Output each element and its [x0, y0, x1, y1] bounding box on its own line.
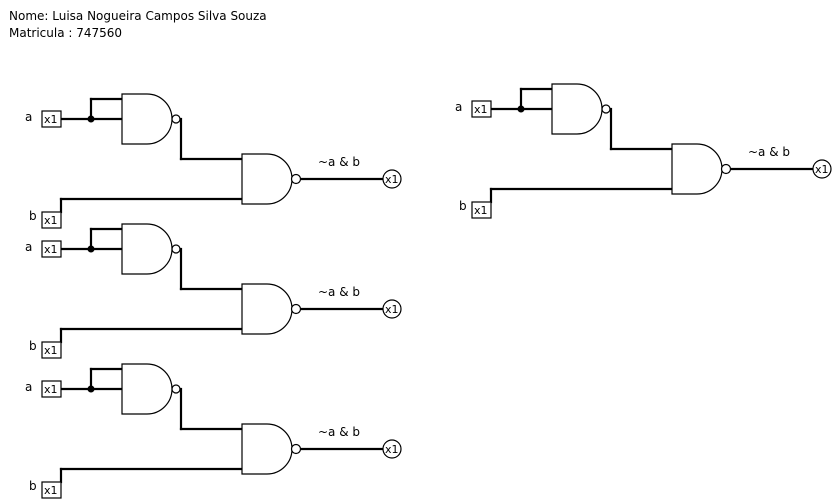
input-pin-b — [41, 481, 62, 499]
junction-dot — [87, 245, 95, 253]
junction-dot — [517, 105, 525, 113]
nand-gate-2 — [241, 153, 293, 205]
circuit-1: x1 a x1 b x1 ~a & b — [25, 93, 402, 229]
input-pin-a-value: x1 — [44, 113, 58, 126]
input-pin-b-value: x1 — [44, 344, 58, 357]
input-label-b: b — [29, 339, 37, 353]
input-pin-b-value: x1 — [474, 204, 488, 217]
inversion-bubble — [720, 163, 732, 175]
student-id: Matricula : 747560 — [9, 26, 123, 40]
inversion-bubble — [601, 104, 611, 114]
input-pin-a — [41, 380, 62, 398]
circuit-2: x1 a x1 b x1 ~a & b — [25, 223, 402, 359]
input-label-b: b — [29, 209, 37, 223]
input-label-a: a — [25, 380, 32, 394]
inversion-bubble — [290, 443, 302, 455]
nand-gate-1 — [121, 223, 173, 275]
input-pin-b-value: x1 — [44, 484, 58, 497]
inversion-bubble — [171, 114, 181, 124]
input-pin-a-value: x1 — [44, 383, 58, 396]
input-pin-b — [471, 201, 492, 219]
inversion-bubble — [171, 244, 181, 254]
output-pin-value: x1 — [385, 303, 399, 316]
input-label-a: a — [25, 240, 32, 254]
nand-gate-1 — [121, 363, 173, 415]
output-pin-value: x1 — [815, 163, 829, 176]
input-label-a: a — [455, 100, 462, 114]
circuit-3: x1 a x1 b x1 ~a & b — [25, 363, 402, 499]
author-name: Nome: Luisa Nogueira Campos Silva Souza — [9, 9, 267, 23]
inversion-bubble — [171, 384, 181, 394]
inversion-bubble — [290, 303, 302, 315]
output-pin-value: x1 — [385, 173, 399, 186]
output-label: ~a & b — [318, 155, 360, 169]
output-pin-value: x1 — [385, 443, 399, 456]
output-label: ~a & b — [748, 145, 790, 159]
nand-gate-2 — [671, 143, 723, 195]
output-label: ~a & b — [318, 285, 360, 299]
output-pin — [382, 169, 402, 189]
author-header: Nome: Luisa Nogueira Campos Silva Souza … — [9, 8, 267, 42]
inversion-bubble — [290, 173, 302, 185]
nand-gate-2 — [241, 283, 293, 335]
output-pin — [382, 299, 402, 319]
nand-gate-1 — [551, 83, 603, 135]
output-label: ~a & b — [318, 425, 360, 439]
junction-dot — [87, 115, 95, 123]
input-pin-b — [41, 211, 62, 229]
output-pin — [382, 439, 402, 459]
input-pin-b-value: x1 — [44, 214, 58, 227]
circuit-4: x1 a x1 b x1 ~a & b — [455, 83, 832, 219]
input-pin-a — [471, 100, 492, 118]
input-pin-a-value: x1 — [44, 243, 58, 256]
input-label-b: b — [459, 199, 467, 213]
input-pin-a — [41, 240, 62, 258]
input-pin-b — [41, 341, 62, 359]
input-label-a: a — [25, 110, 32, 124]
junction-dot — [87, 385, 95, 393]
input-pin-a-value: x1 — [474, 103, 488, 116]
output-pin — [812, 159, 832, 179]
nand-gate-1 — [121, 93, 173, 145]
input-pin-a — [41, 110, 62, 128]
input-label-b: b — [29, 479, 37, 493]
nand-gate-2 — [241, 423, 293, 475]
